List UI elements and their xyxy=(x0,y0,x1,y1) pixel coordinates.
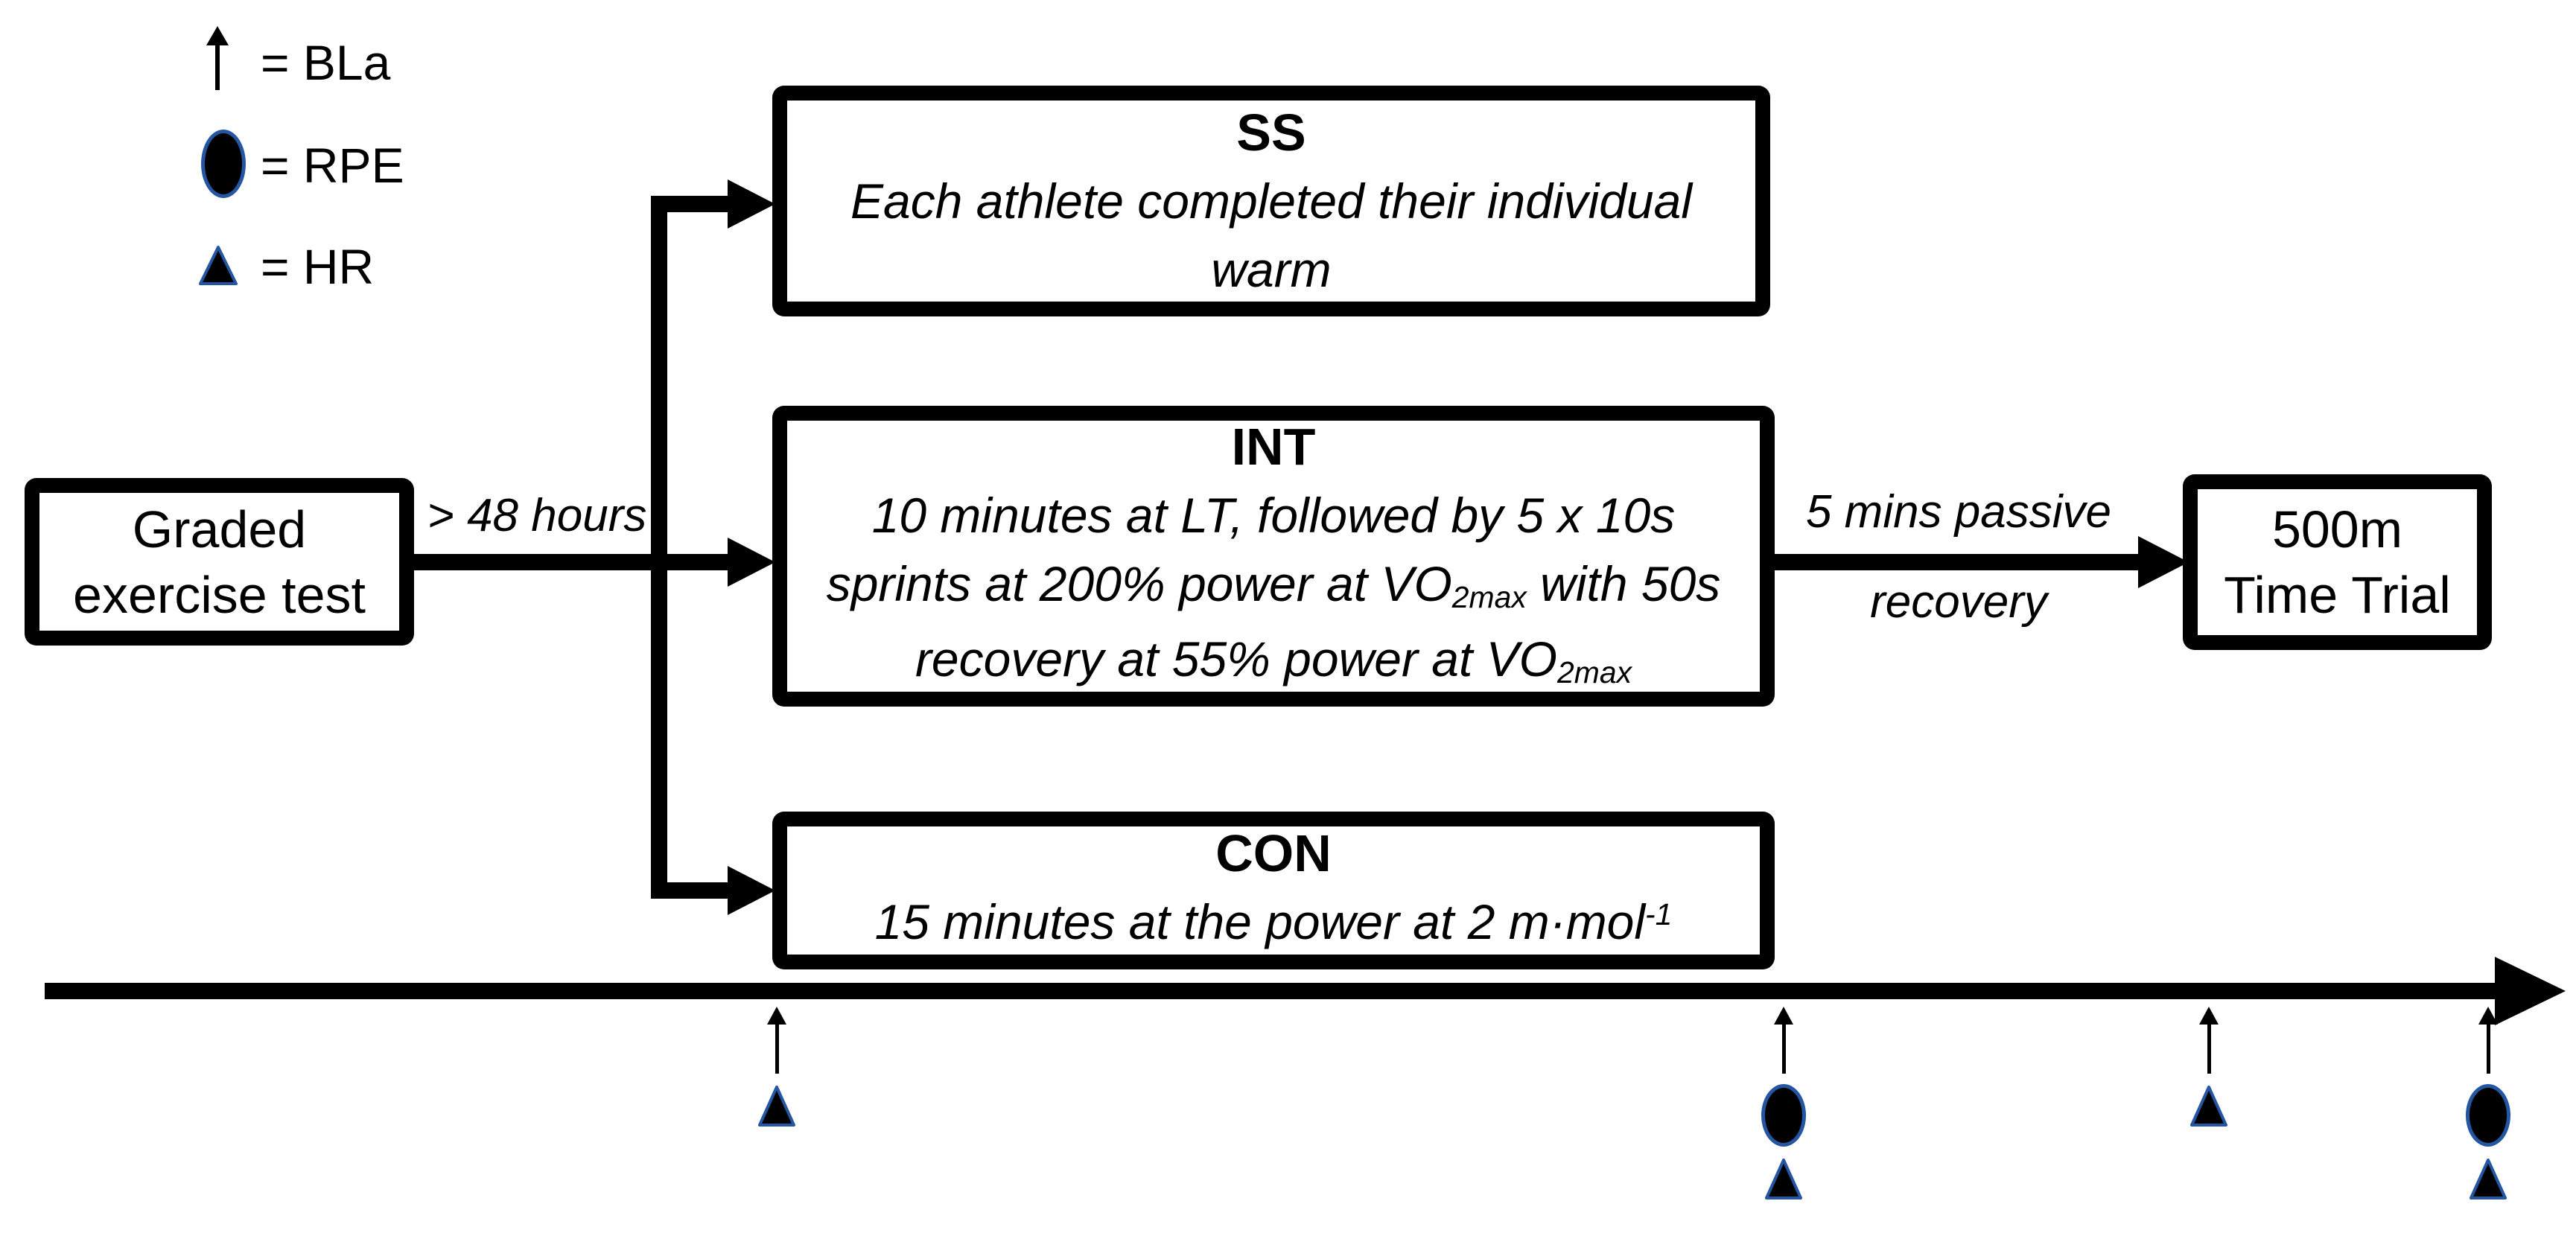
transition-48-hours-label: > 48 hours xyxy=(427,490,647,541)
bla-arrowhead xyxy=(767,1007,786,1025)
connector-to-con xyxy=(651,882,730,899)
int-box-line2: sprints at 200% power at VO2max with 50s xyxy=(826,556,1721,614)
timeline-arrowhead xyxy=(2495,957,2566,1025)
bla-arrow-icon xyxy=(1774,1007,1793,1074)
ss-box-title: SS xyxy=(1236,103,1306,162)
arrowhead-to-con xyxy=(728,866,775,915)
ss-box: SS Each athlete completed their individu… xyxy=(772,86,1770,316)
legend-label-hr: = HR xyxy=(261,239,375,294)
mol-exponent: -1 xyxy=(1645,897,1673,932)
graded-exercise-test-box: Graded exercise test xyxy=(25,478,414,646)
con-box-line1: 15 minutes at the power at 2 m·mol-1 xyxy=(874,893,1673,949)
legend-label-bla: = BLa xyxy=(261,35,391,90)
con-box: CON 15 minutes at the power at 2 m·mol-1 xyxy=(772,812,1775,969)
con-box-title: CON xyxy=(1215,823,1332,882)
bla-arrowhead xyxy=(1774,1007,1793,1025)
graded-box-line1: Graded xyxy=(132,500,307,558)
arrowhead-to-ss xyxy=(728,179,775,229)
timeline-marker-group xyxy=(736,1007,818,1127)
hr-triangle-icon xyxy=(2469,1157,2507,1200)
arrowhead-to-int xyxy=(728,538,775,587)
bla-arrow-icon xyxy=(2199,1007,2219,1074)
hr-triangle-icon xyxy=(2189,1084,2228,1127)
rpe-ellipse-icon xyxy=(201,130,246,198)
vo2max-subscript: 2max xyxy=(1451,580,1527,614)
bla-arrow-line xyxy=(1781,1025,1786,1074)
bla-arrowhead xyxy=(206,26,229,45)
timeline-marker-group xyxy=(1743,1007,1825,1200)
int-box-title: INT xyxy=(1231,418,1316,476)
bla-arrow-icon xyxy=(206,26,229,90)
int-box-line3: recovery at 55% power at VO2max xyxy=(915,631,1632,689)
bla-arrowhead xyxy=(2199,1007,2219,1025)
bla-arrowhead xyxy=(2478,1007,2498,1025)
time-trial-box: 500m Time Trial xyxy=(2183,474,2492,650)
bla-arrow-line xyxy=(215,45,220,90)
timeline-marker-group xyxy=(2447,1007,2529,1200)
hr-triangle-icon xyxy=(757,1084,796,1127)
connector-int-to-tt xyxy=(1775,554,2141,570)
hr-triangle-icon xyxy=(1764,1157,1803,1200)
legend-label-rpe: = RPE xyxy=(261,138,404,193)
bla-arrow-line xyxy=(2486,1025,2490,1074)
rpe-ellipse-icon xyxy=(1761,1084,1806,1147)
connector-to-int xyxy=(651,554,730,570)
timeline-line xyxy=(45,983,2496,999)
connector-graded-to-trunk xyxy=(414,554,660,570)
passive-recovery-label-line2: recovery xyxy=(1870,576,2047,628)
ss-box-line1: Each athlete completed their individual xyxy=(850,173,1693,229)
vo2max-subscript: 2max xyxy=(1557,655,1632,689)
tt-box-line1: 500m xyxy=(2271,500,2403,558)
arrowhead-to-tt xyxy=(2138,536,2189,588)
bla-arrow-line xyxy=(775,1025,779,1074)
connector-to-ss xyxy=(651,196,730,212)
tt-box-line2: Time Trial xyxy=(2224,566,2451,624)
timeline-marker-group xyxy=(2168,1007,2250,1127)
graded-box-line2: exercise test xyxy=(73,565,366,624)
rpe-ellipse-icon xyxy=(2466,1084,2510,1147)
passive-recovery-label-line1: 5 mins passive xyxy=(1805,486,2112,538)
hr-triangle-icon xyxy=(198,244,238,286)
int-box: INT 10 minutes at LT, followed by 5 x 10… xyxy=(772,406,1775,707)
branch-trunk-line xyxy=(651,196,667,899)
ss-box-line2: warm xyxy=(1211,242,1332,297)
bla-arrow-icon xyxy=(767,1007,786,1074)
bla-arrow-line xyxy=(2207,1025,2211,1074)
int-box-line1: 10 minutes at LT, followed by 5 x 10s xyxy=(871,488,1676,543)
bla-arrow-icon xyxy=(2478,1007,2498,1074)
